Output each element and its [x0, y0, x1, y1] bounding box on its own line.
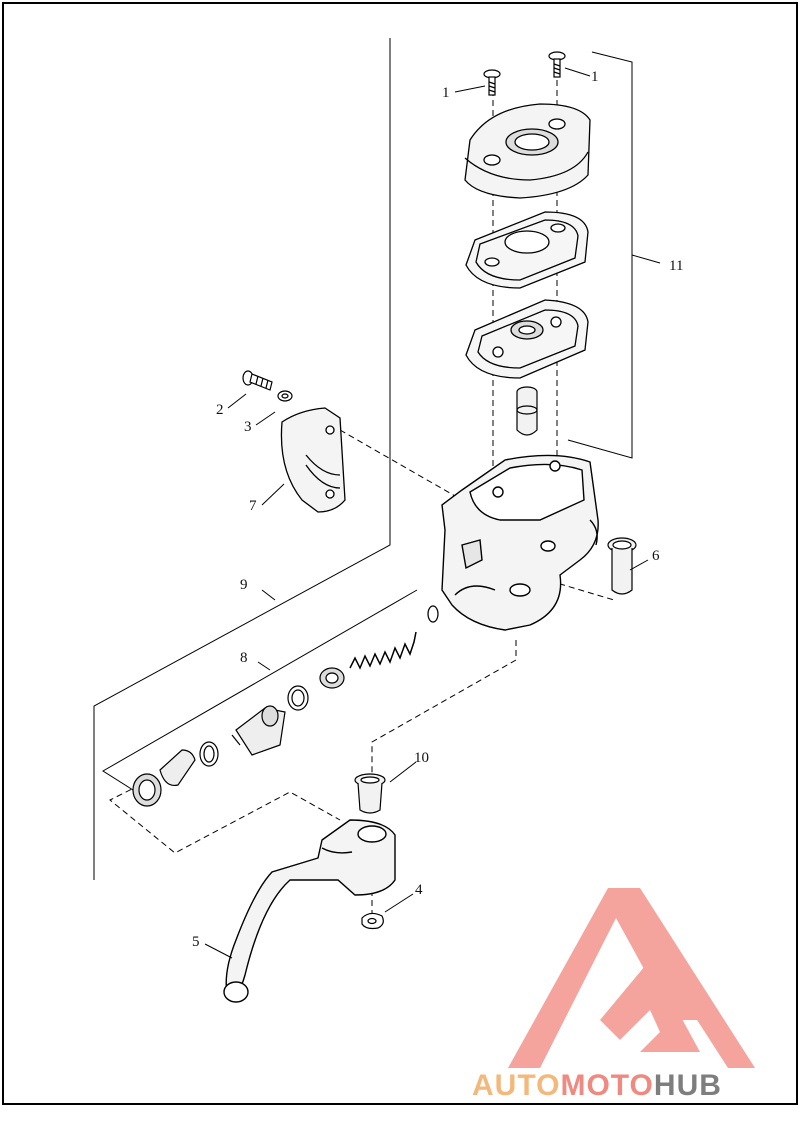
retaining-clip [361, 912, 384, 930]
callout-7: 7 [249, 498, 257, 514]
watermark-moto: MOTO [560, 1069, 653, 1102]
watermark-logo [508, 888, 755, 1068]
callout-2: 2 [216, 402, 224, 418]
bracket-9 [93, 38, 391, 880]
callout-6: 6 [652, 548, 660, 564]
callout-8: 8 [240, 650, 248, 666]
leader-11 [631, 254, 661, 264]
bracket-11 [567, 51, 633, 459]
callout-5: 5 [192, 934, 200, 950]
callout-leaders [204, 67, 649, 959]
clamp-screw [242, 370, 273, 391]
diagram-frame [2, 2, 798, 1105]
pivot-pin [607, 537, 637, 595]
callout-9: 9 [240, 577, 248, 593]
callout-1a: 1 [442, 85, 450, 101]
bushing [354, 773, 386, 814]
screw-1b [548, 51, 566, 78]
screw-1a [483, 69, 501, 96]
float-piece [516, 386, 538, 436]
callout-10: 10 [414, 750, 429, 766]
diaphragm [465, 299, 589, 379]
diaphragm-plate [465, 211, 589, 289]
leader-8 [257, 661, 271, 671]
callout-11: 11 [669, 258, 683, 274]
callout-3: 3 [244, 419, 252, 435]
leader-9 [261, 589, 276, 601]
master-cylinder-body [441, 454, 599, 631]
brake-lever [223, 819, 396, 1003]
reservoir-cover [464, 103, 591, 199]
piston-assembly [132, 605, 439, 807]
watermark-text: AUTOMOTOHUB [472, 1069, 722, 1102]
bracket-8 [102, 589, 418, 791]
handlebar-clamp [280, 407, 346, 513]
callout-1b: 1 [591, 69, 599, 85]
watermark-auto: AUTO [472, 1069, 560, 1102]
washer [277, 390, 293, 402]
callout-4: 4 [415, 882, 423, 898]
watermark-hub: HUB [654, 1069, 722, 1102]
